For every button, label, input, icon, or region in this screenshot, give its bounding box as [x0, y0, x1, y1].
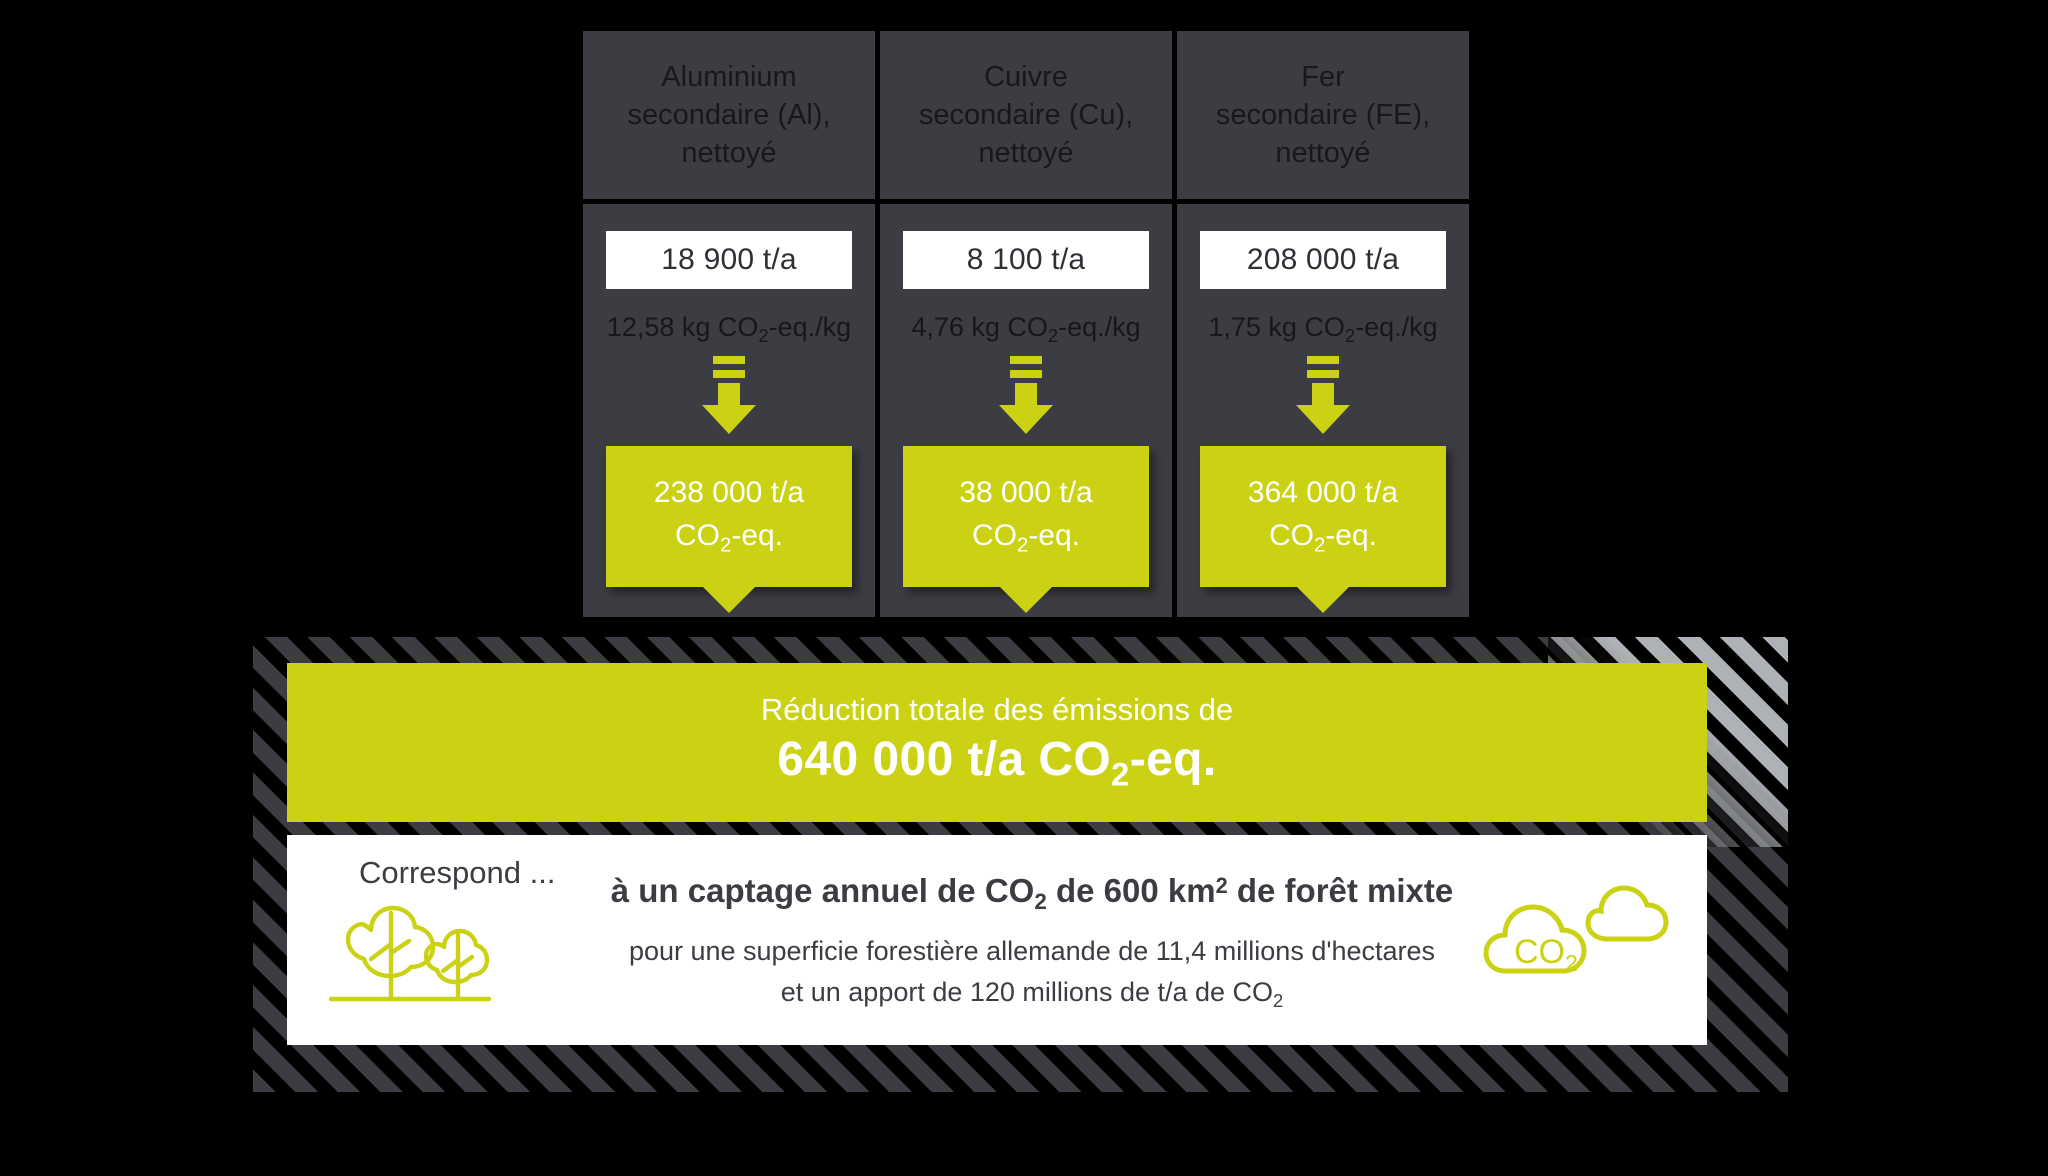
emission-factor-suffix: -eq./kg	[1355, 312, 1438, 342]
tonnage-value: 8 100 t/a	[966, 243, 1086, 276]
down-arrow-icon	[999, 355, 1053, 434]
result-amount: 38 000 t/a	[959, 476, 1093, 510]
emission-factor-subscript: 2	[1344, 324, 1356, 346]
arrow-dash-lower	[713, 369, 745, 378]
result-unit-post: -eq.	[1028, 518, 1081, 552]
emission-factor: 1,75 kg CO2-eq./kg	[1208, 312, 1437, 347]
emission-factor-suffix: -eq./kg	[1058, 312, 1141, 342]
column-header-aluminium: Aluminium secondaire (Al), nettoyé	[583, 31, 875, 199]
column-title: Fer secondaire (FE), nettoyé	[1216, 58, 1430, 173]
column-body-cuivre: 8 100 t/a 4,76 kg CO2-eq./kg 38 000 t/a …	[880, 204, 1172, 617]
emission-factor: 4,76 kg CO2-eq./kg	[911, 312, 1140, 347]
headline-mid: de 600 km	[1046, 871, 1216, 909]
cloud-co2-pre: CO	[1514, 933, 1565, 971]
result-callout-box: 364 000 t/a CO2-eq.	[1200, 445, 1446, 587]
result-unit-post: -eq.	[1325, 518, 1378, 552]
emission-factor-value: 1,75 kg CO	[1208, 312, 1345, 342]
co2-cloud-icon: CO2	[1483, 885, 1669, 976]
column-body-fer: 208 000 t/a 1,75 kg CO2-eq./kg 364 000 t…	[1177, 204, 1469, 617]
cloud-co2-label: CO2	[1514, 933, 1578, 976]
subline2-subscript: 2	[1273, 989, 1284, 1011]
tonnage-value-box: 8 100 t/a	[903, 231, 1149, 289]
hatched-frame: Réduction totale des émissions de 640 00…	[253, 637, 1788, 1092]
emission-factor-suffix: -eq./kg	[768, 312, 852, 342]
column-title: Aluminium secondaire (Al), nettoyé	[627, 58, 830, 173]
result-unit-pre: CO	[971, 518, 1017, 552]
result-unit-post: -eq.	[731, 518, 784, 552]
arrow-head-shape	[999, 382, 1053, 434]
arrow-dash-lower	[1010, 369, 1042, 378]
arrow-dash-upper	[1307, 355, 1339, 364]
correspond-label: Correspond ...	[359, 855, 556, 890]
column-title-line1: Cuivre	[984, 60, 1068, 93]
column-title-line3: nettoyé	[681, 137, 777, 170]
column-title-line3: nettoyé	[978, 137, 1074, 170]
info-center-column: à un captage annuel de CO2 de 600 km2 de…	[587, 835, 1477, 1045]
result-unit-subscript: 2	[1016, 534, 1029, 557]
headline-post: de forêt mixte	[1227, 871, 1454, 909]
result-unit-subscript: 2	[1313, 534, 1326, 557]
info-left-column: Correspond ...	[287, 835, 587, 1045]
arrow-head-shape	[1296, 382, 1350, 434]
result-amount: 364 000 t/a	[1247, 476, 1399, 510]
equivalence-headline: à un captage annuel de CO2 de 600 km2 de…	[611, 872, 1454, 915]
equivalence-subline-1: pour une superficie forestière allemande…	[628, 936, 1436, 967]
headline-superscript: 2	[1215, 872, 1228, 898]
result-amount: 238 000 t/a	[653, 476, 805, 510]
material-column-cuivre: Cuivre secondaire (Cu), nettoyé 8 100 t/…	[880, 31, 1172, 617]
arrow-dash-upper	[1010, 355, 1042, 364]
tonnage-value: 208 000 t/a	[1246, 243, 1400, 276]
arrow-dash-upper	[713, 355, 745, 364]
emission-factor-value: 4,76 kg CO	[911, 312, 1048, 342]
result-unit-pre: CO	[1268, 518, 1314, 552]
result-unit-subscript: 2	[719, 534, 732, 557]
column-title-line1: Fer	[1301, 60, 1345, 93]
result-callout-box: 238 000 t/a CO2-eq.	[606, 445, 852, 587]
result-unit: CO2-eq.	[675, 515, 783, 560]
equivalence-subline-2: et un apport de 120 millions de t/a de C…	[781, 972, 1284, 1014]
banner-total-subscript: 2	[1111, 755, 1130, 793]
column-header-cuivre: Cuivre secondaire (Cu), nettoyé	[880, 31, 1172, 199]
result-callout-box: 38 000 t/a CO2-eq.	[903, 445, 1149, 587]
emission-factor-subscript: 2	[1047, 324, 1059, 346]
column-body-aluminium: 18 900 t/a 12,58 kg CO2-eq./kg 238 000 t…	[583, 204, 875, 617]
tonnage-value-box: 18 900 t/a	[606, 231, 852, 289]
total-reduction-banner: Réduction totale des émissions de 640 00…	[287, 663, 1707, 822]
cloud-co2-subscript: 2	[1565, 950, 1578, 976]
banner-total-pre: 640 000 t/a CO	[777, 732, 1112, 786]
column-title: Cuivre secondaire (Cu), nettoyé	[919, 58, 1133, 173]
column-title-line3: nettoyé	[1275, 137, 1371, 170]
column-title-line2: secondaire (Cu),	[918, 98, 1134, 131]
column-title-line2: secondaire (FE),	[1215, 98, 1431, 131]
material-column-aluminium: Aluminium secondaire (Al), nettoyé 18 90…	[583, 31, 875, 617]
result-unit-pre: CO	[674, 518, 720, 552]
material-column-fer: Fer secondaire (FE), nettoyé 208 000 t/a…	[1177, 31, 1469, 617]
subline2-pre: et un apport de 120 millions de t/a de C…	[780, 976, 1274, 1007]
arrow-head-shape	[702, 382, 756, 434]
down-arrow-icon	[702, 355, 756, 434]
column-header-fer: Fer secondaire (FE), nettoyé	[1177, 31, 1469, 199]
tonnage-value-box: 208 000 t/a	[1200, 231, 1446, 289]
emission-factor-value: 12,58 kg CO	[606, 312, 759, 342]
material-columns: Aluminium secondaire (Al), nettoyé 18 90…	[583, 31, 1469, 617]
banner-total-post: -eq.	[1129, 732, 1217, 786]
banner-subtitle: Réduction totale des émissions de	[760, 691, 1234, 727]
emission-factor-subscript: 2	[758, 324, 769, 346]
headline-pre: à un captage annuel de CO	[610, 871, 1035, 909]
tree-icon	[328, 905, 492, 1002]
emission-factor: 12,58 kg CO2-eq./kg	[607, 312, 851, 347]
arrow-dash-lower	[1307, 369, 1339, 378]
result-unit: CO2-eq.	[1269, 515, 1377, 560]
down-arrow-icon	[1296, 355, 1350, 434]
headline-subscript: 2	[1034, 889, 1047, 915]
result-unit: CO2-eq.	[972, 515, 1080, 560]
banner-total-value: 640 000 t/a CO2-eq.	[777, 732, 1216, 793]
column-title-line1: Aluminium	[661, 60, 797, 93]
info-right-column: CO2	[1477, 835, 1707, 1045]
column-title-line2: secondaire (Al),	[627, 98, 831, 131]
tonnage-value: 18 900 t/a	[661, 243, 797, 276]
equivalence-info-panel: Correspond ...	[287, 835, 1707, 1045]
